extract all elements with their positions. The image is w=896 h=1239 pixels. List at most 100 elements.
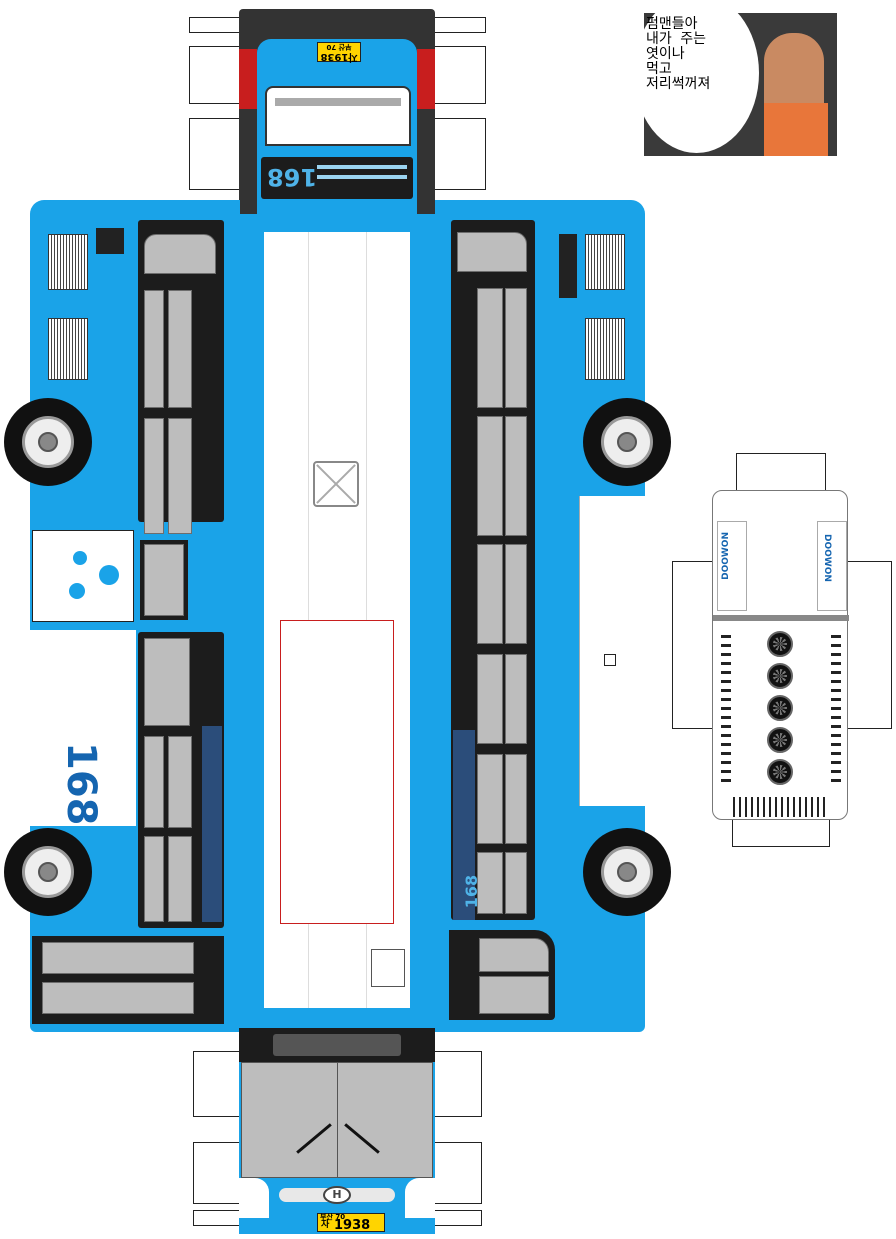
engine-vent (48, 318, 88, 380)
left-rear-wheel (4, 398, 92, 486)
glue-tab (732, 819, 830, 847)
windshield-divider (337, 1063, 338, 1177)
window-pane (168, 290, 192, 408)
sign-text-bar (317, 165, 407, 169)
bubble-decal (73, 551, 87, 565)
window-pane (144, 638, 190, 726)
vent-slots (831, 635, 841, 785)
window-pane (477, 544, 503, 644)
left-rear-door (32, 530, 134, 622)
fan-icon (767, 663, 793, 689)
window-pane (144, 836, 164, 922)
glue-tab (193, 1051, 241, 1117)
window-pane (505, 288, 527, 408)
glue-tab (189, 118, 241, 190)
glue-tab (434, 17, 486, 33)
vent-slots (721, 635, 731, 785)
wheel-hub (38, 862, 58, 882)
plate-series: 자 (348, 51, 358, 62)
window-pane (505, 754, 527, 844)
window-pane (168, 836, 192, 922)
left-window-bank-rear (138, 220, 224, 534)
window-pane (168, 418, 192, 534)
rear-destination-sign: 168 (261, 157, 413, 199)
wiper (296, 1123, 332, 1154)
luggage-door-frame (32, 936, 224, 1024)
side-route-sign (202, 726, 222, 922)
brand-panel-right: DOOWON (817, 521, 847, 611)
window-pane (144, 290, 164, 408)
window-pane (477, 754, 503, 844)
window-pane (144, 418, 164, 534)
glue-tab (189, 17, 241, 33)
glue-tab (672, 561, 718, 729)
wheel-hub (617, 432, 637, 452)
luggage-door (42, 982, 194, 1014)
plate-number: 1938 (320, 51, 349, 62)
rear-panel: 168 자1938 부산 70 (239, 9, 435, 214)
engine-vent (585, 234, 625, 290)
glue-tab (434, 1051, 482, 1117)
wiper (344, 1123, 380, 1154)
doowon-logo-right: DOOWON (822, 534, 832, 582)
caption-line: 먹고 (646, 61, 672, 77)
meme-caption: 펌맨들아 내가 주는 엿이나 먹고 저리썩꺼져 (646, 17, 710, 92)
left-tail-light (239, 49, 257, 109)
rear-grille (733, 797, 829, 817)
wheel-hub (617, 862, 637, 882)
front-destination-sign (239, 1028, 435, 1062)
door-window (140, 540, 188, 620)
window-pane (505, 852, 527, 914)
caption-line: 펌맨들아 (646, 16, 698, 32)
right-rear-wheel (583, 398, 671, 486)
plate-region: 부산 70 (320, 1213, 346, 1221)
plate-number: 1938 (334, 1218, 371, 1233)
left-headlight (239, 1178, 269, 1218)
window-pane (168, 736, 192, 828)
glue-tab (189, 46, 241, 104)
side-vent (96, 228, 124, 254)
window-pane (144, 234, 216, 274)
wheel-hub (38, 432, 58, 452)
person-shirt (764, 103, 828, 156)
glue-tab (434, 1210, 482, 1226)
roof-cutout-outline (280, 620, 394, 924)
glue-tab (434, 46, 486, 104)
window-pane (457, 232, 527, 272)
glue-tab (434, 1142, 482, 1204)
left-side-panel: 168 (30, 200, 240, 1032)
roof-small-hatch (371, 949, 405, 987)
wheel-rim (22, 416, 74, 468)
right-tail-light (417, 49, 435, 109)
window-pane (479, 938, 549, 972)
rear-route-number: 168 (267, 163, 318, 191)
fan-icon (767, 695, 793, 721)
glue-tab (846, 561, 892, 729)
fan-icon (767, 727, 793, 753)
front-door (449, 930, 555, 1020)
caption-line: 저리썩꺼져 (646, 76, 711, 92)
sign-display (273, 1034, 401, 1056)
engine-vent (585, 318, 625, 380)
bubble-decal (99, 565, 119, 585)
window-pane (479, 976, 549, 1014)
fan-icon (767, 631, 793, 657)
plate-series: 자 (321, 1220, 330, 1230)
window-pane (477, 416, 503, 536)
window-pane (144, 736, 164, 828)
caption-line: 내가 주는 (646, 31, 706, 47)
unit-divider (713, 615, 849, 621)
hyundai-logo-icon: H (323, 1186, 351, 1204)
bubble-decal (69, 583, 85, 599)
windshield (241, 1062, 433, 1178)
right-side-panel: 168 (435, 200, 645, 1032)
right-front-wheel (583, 828, 671, 916)
right-rear-door (579, 496, 645, 806)
sign-text-bar (317, 175, 407, 179)
door-button (604, 654, 616, 666)
luggage-door (42, 942, 194, 974)
aircon-unit-net: DOOWON DOOWON (712, 490, 849, 820)
window-pane (477, 852, 503, 914)
window-pane (477, 654, 503, 744)
side-route-sign: 168 (453, 730, 481, 920)
